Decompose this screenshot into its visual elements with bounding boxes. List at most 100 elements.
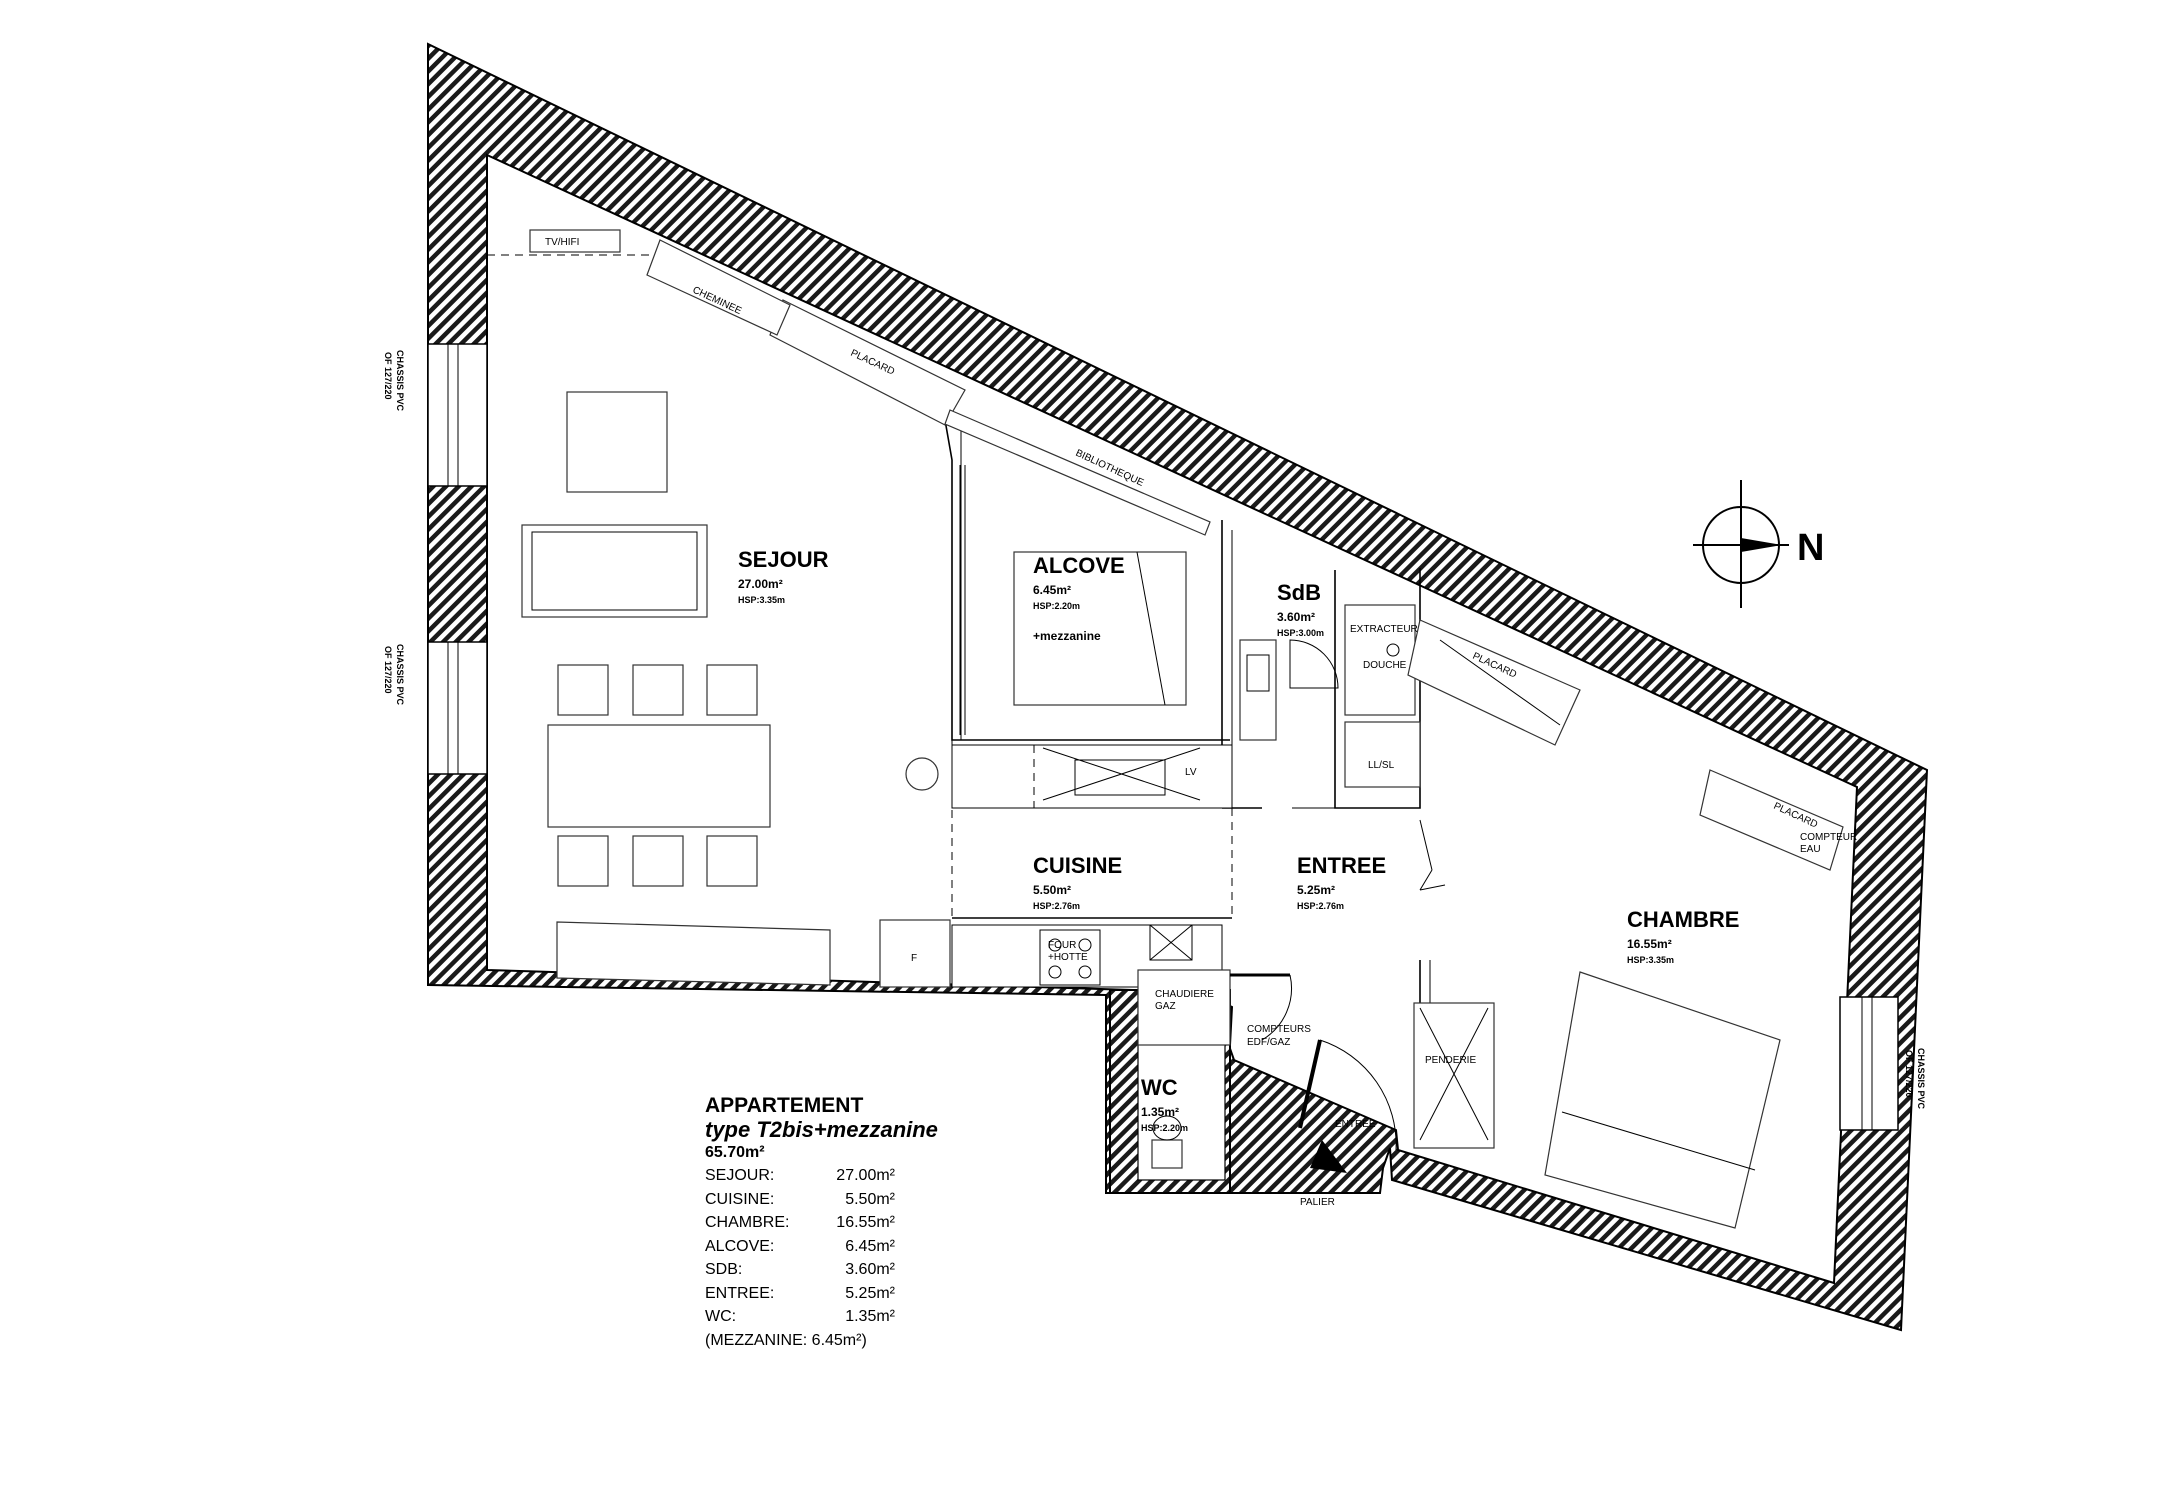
summary-row-label: CHAMBRE: [705,1214,790,1231]
label-compteurs-2: EDF/GAZ [1247,1037,1290,1048]
svg-text:OF 127/220: OF 127/220 [383,646,393,694]
dining-chairs [557,664,758,887]
summary-row-value: 16.55m² [836,1214,895,1231]
svg-text:HSP:2.76m: HSP:2.76m [1297,901,1344,911]
summary-row: CHAMBRE: 16.55m² [705,1211,938,1235]
svg-text:PALIER: PALIER [1300,1197,1335,1208]
svg-text:HSP:3.35m: HSP:3.35m [1627,955,1674,965]
svg-text:CHAUDIERE: CHAUDIERE [1155,989,1214,1000]
summary-row: CUISINE:5.50m² [705,1188,938,1212]
summary-row: WC: 1.35m² [705,1305,938,1329]
svg-text:EDF/GAZ: EDF/GAZ [1247,1037,1290,1048]
svg-text:CHASSIS PVC: CHASSIS PVC [395,644,405,706]
svg-text:EXTRACTEUR: EXTRACTEUR [1350,624,1418,635]
svg-text:OF 127/220: OF 127/220 [1904,1050,1914,1098]
sofa [521,524,708,618]
room-sejour-name: SEJOUR [738,547,829,572]
svg-text:N: N [1797,527,1824,569]
label-palier: PALIER [1300,1197,1335,1208]
room-wc-hsp: HSP:2.20m [1141,1123,1188,1133]
summary-row: ENTREE:5.25m² [705,1282,938,1306]
label-douche: DOUCHE [1363,660,1407,671]
room-chambre-name: CHAMBRE [1627,907,1739,932]
svg-text:LV: LV [1185,767,1197,778]
svg-text:HSP:2.20m: HSP:2.20m [1141,1123,1188,1133]
svg-text:SEJOUR: SEJOUR [738,547,829,572]
room-entree-hsp: HSP:2.76m [1297,901,1344,911]
label-chaudiere-2: GAZ [1155,1001,1176,1012]
svg-text:EAU: EAU [1800,844,1821,855]
summary-row: ALCOVE:6.45m² [705,1235,938,1259]
north-arrow-icon [1693,480,1789,608]
window-label-1a: CHASSIS PVC [395,350,405,412]
room-alcove-name: ALCOVE [1033,553,1125,578]
boiler [1137,969,1231,1046]
summary-row: SEJOUR: 27.00m² [705,1164,938,1188]
room-chambre-area: 16.55m² [1627,937,1672,951]
room-chambre-hsp: HSP:3.35m [1627,955,1674,965]
svg-text:1.35m²: 1.35m² [1141,1105,1179,1119]
label-chaudiere-1: CHAUDIERE [1155,989,1214,1000]
window-label-3b: OF 127/220 [1904,1050,1914,1098]
label-compteur-eau-1: COMPTEUR [1800,832,1857,843]
svg-text:GAZ: GAZ [1155,1001,1176,1012]
room-sdb-name: SdB [1277,580,1321,605]
summary-row-label: ALCOVE: [705,1237,775,1255]
placard-chambre [1407,619,1844,871]
window-label-2b: OF 127/220 [383,646,393,694]
summary-row-label: SDB: [705,1261,743,1278]
kitchen-counter [951,744,1233,809]
room-sejour-area: 27.00m² [738,577,783,591]
svg-text:PENDERIE: PENDERIE [1425,1055,1476,1066]
interior-walls [487,254,1446,1130]
svg-text:CHASSIS PVC: CHASSIS PVC [395,350,405,412]
boiler-door[interactable] [1230,973,1292,1041]
svg-text:6.45m²: 6.45m² [1033,583,1071,597]
summary-row-value: 1.35m² [845,1308,895,1325]
svg-text:DOUCHE: DOUCHE [1363,660,1407,671]
fridge [879,919,951,988]
label-entree-door: ENTREE [1335,1119,1376,1130]
summary-total: 65.70m² [705,1144,765,1161]
summary-row-label: WC: [705,1308,737,1325]
round-stool [905,757,939,791]
svg-text:CHAMBRE: CHAMBRE [1627,907,1739,932]
svg-text:+HOTTE: +HOTTE [1048,952,1088,963]
svg-text:ALCOVE: ALCOVE [1033,553,1125,578]
svg-text:3.60m²: 3.60m² [1277,610,1315,624]
summary-row: SDB: 3.60m² [705,1258,938,1282]
svg-text:HSP:2.76m: HSP:2.76m [1033,901,1080,911]
svg-text:16.55m²: 16.55m² [1627,937,1672,951]
summary-row-value: 3.60m² [845,1261,895,1278]
summary-row-label: SEJOUR: [705,1167,775,1184]
tv-unit [529,229,621,253]
label-lv: LV [1185,767,1197,778]
entry-door[interactable] [1298,1039,1397,1173]
summary-row-value: 27.00m² [836,1167,895,1184]
sideboard [556,921,831,986]
svg-text:ENTREE: ENTREE [1297,853,1386,878]
room-cuisine-area: 5.50m² [1033,883,1071,897]
svg-text:HSP:2.20m: HSP:2.20m [1033,601,1080,611]
label-compteurs-1: COMPTEURS [1247,1024,1311,1035]
dining-table [547,724,771,828]
svg-text:OF 127/220: OF 127/220 [383,352,393,400]
label-compteur-eau-2: EAU [1800,844,1821,855]
summary-row-label: CUISINE: [705,1190,775,1208]
summary-mezzanine: (MEZZANINE: 6.45m²) [705,1331,867,1349]
svg-text:CHASSIS PVC: CHASSIS PVC [1916,1048,1926,1110]
label-penderie: PENDERIE [1425,1055,1476,1066]
svg-text:CUISINE: CUISINE [1033,853,1122,878]
bibliotheque [944,409,1211,536]
window-chambre [1839,996,1899,1131]
label-four-2: +HOTTE [1048,952,1088,963]
room-cuisine-hsp: HSP:2.76m [1033,901,1080,911]
svg-text:SdB: SdB [1277,580,1321,605]
room-wc-name: WC [1141,1075,1178,1100]
svg-text:F: F [911,953,917,964]
svg-text:5.25m²: 5.25m² [1297,883,1335,897]
svg-text:TV/HIFI: TV/HIFI [545,237,579,248]
room-sdb-area: 3.60m² [1277,610,1315,624]
svg-text:FOUR: FOUR [1048,940,1076,951]
